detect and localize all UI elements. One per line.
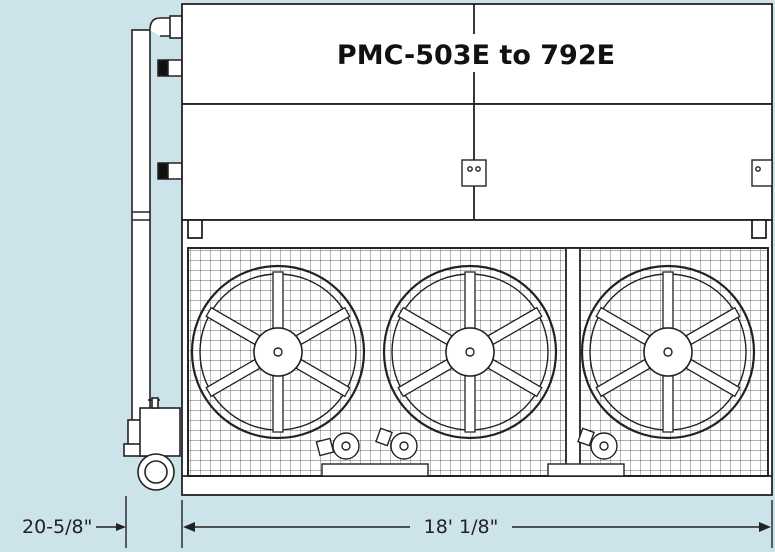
fan-2 — [382, 264, 558, 440]
title-backdrop — [325, 34, 625, 72]
panel-latches — [461, 159, 773, 187]
vertical-pipe — [123, 15, 183, 457]
dimension-lines — [96, 496, 773, 548]
overall-length-dimension: 18' 1/8" — [424, 516, 499, 538]
fan-motors — [315, 427, 625, 477]
fan-3 — [580, 264, 756, 440]
drain-wheel — [137, 397, 181, 491]
left-offset-dimension: 20-5/8" — [22, 516, 92, 538]
page-title: PMC-503E to 792E — [337, 40, 615, 71]
fan-1 — [190, 264, 366, 440]
fan-group — [190, 264, 756, 440]
